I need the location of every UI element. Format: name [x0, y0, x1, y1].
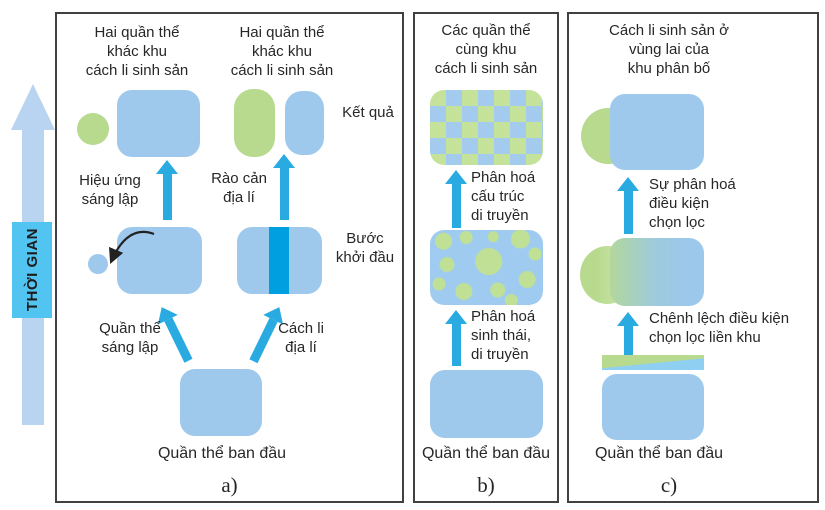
selection-gradient-label: Chênh lệch điều kiện chọn lọc liền khu [649, 310, 790, 346]
panel-b: Các quần thể cùng khu cách li sinh sản P… [413, 12, 559, 503]
initial-population-shape [430, 370, 543, 438]
genetic-structure-divergence-label: Phân hoá cấu trúc di truyền [471, 169, 536, 224]
founder-migration-arrow-icon [109, 230, 155, 265]
founder-population-label: Quần thể sáng lập [99, 320, 161, 356]
initial-population-label: Quần thể ban đầu [594, 445, 724, 462]
initial-step-label: Bước khởi đầu [335, 230, 395, 266]
result-caption: Kết quả [342, 104, 394, 121]
environmental-gradient-wedge-shape [602, 355, 704, 370]
panel-c: Cách li sinh sản ở vùng lai của khu phân… [567, 12, 819, 503]
diverged-population-blue-shape [285, 91, 324, 155]
panel-c-letter: c) [660, 473, 678, 497]
initial-population-label: Quần thể ban đầu [421, 445, 551, 462]
panel-c-title: Cách li sinh sản ở vùng lai của khu phân… [609, 22, 729, 77]
emigrant-individual-shape [88, 254, 108, 274]
up-arrow-icon [617, 177, 639, 234]
up-arrow-icon [273, 154, 295, 220]
panel-b-letter: b) [477, 473, 495, 497]
panel-a-letter: a) [221, 473, 238, 497]
source-population-shape [117, 227, 202, 294]
initial-population-shape [180, 369, 262, 436]
diverged-population-green-shape [234, 89, 275, 157]
checkerboard-population-shape [430, 90, 543, 165]
timeline-label-box: THỜI GIAN [12, 222, 52, 318]
main-population-shape [117, 90, 200, 157]
panel-b-title: Các quần thể cùng khu cách li sinh sản [434, 22, 538, 77]
founder-effect-label: Hiệu ứng sáng lập [79, 172, 141, 208]
initial-population-shape [602, 374, 704, 440]
gradient-population-shape [610, 238, 704, 306]
geographic-isolation-label: Cách li địa lí [278, 320, 324, 356]
panel-a: Hai quần thể khác khu cách li sinh sản H… [55, 12, 404, 503]
founder-population-shape [77, 113, 109, 145]
selection-divergence-label: Sự phân hoá điều kiện chọn lọc [649, 176, 736, 231]
panel-a-result-label-left: Hai quần thể khác khu cách li sinh sản [85, 24, 189, 79]
timeline-arrow-head-icon [11, 84, 55, 130]
initial-population-label: Quần thể ban đầu [157, 445, 287, 462]
up-arrow-icon [617, 312, 639, 356]
barrier-stripe-shape [269, 227, 289, 294]
geographic-barrier-label: Rào cản địa lí [211, 170, 267, 206]
timeline-label: THỜI GIAN [23, 228, 41, 312]
up-arrow-icon [445, 310, 467, 366]
up-arrow-icon [156, 160, 178, 220]
up-arrow-icon [445, 170, 467, 228]
ecological-divergence-label: Phân hoá sinh thái, di truyền [471, 308, 536, 363]
patchy-population-shape [430, 230, 543, 305]
panel-a-result-label-right: Hai quần thể khác khu cách li sinh sản [230, 24, 334, 79]
blue-population-shape [610, 94, 704, 170]
